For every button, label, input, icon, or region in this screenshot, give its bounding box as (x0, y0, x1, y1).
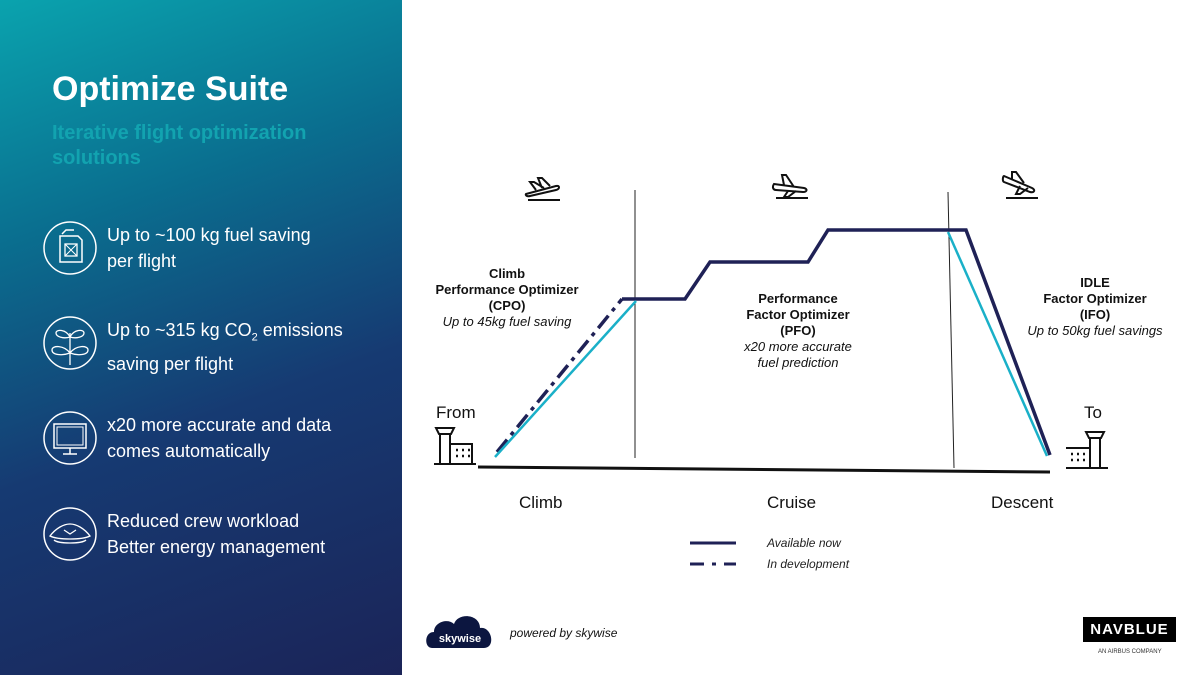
phase-cruise: Cruise (767, 493, 817, 512)
benefit-text: Reduced crew workload (107, 511, 300, 531)
svg-text:skywise: skywise (439, 633, 481, 645)
benefit-fuel: Up to ~100 kg fuel saving per flight (42, 220, 392, 276)
cruise-icon (771, 174, 808, 199)
benefit-text: saving per flight (107, 353, 234, 374)
left-panel: Optimize Suite Iterative flight optimiza… (0, 0, 402, 675)
plant-icon (43, 316, 97, 370)
page-subtitle: Iterative flight optimization solutions (52, 122, 307, 169)
available-now-profile (622, 228, 1052, 456)
phase-divider (947, 191, 955, 469)
benefit-text: per flight (107, 251, 177, 271)
phase-climb: Climb (519, 493, 563, 512)
navblue-logo: NAVBLUE (1083, 617, 1176, 642)
from-label: From (436, 403, 476, 422)
powered-by-text: powered by skywise (510, 626, 618, 640)
optimized-descent-profile (946, 231, 1049, 457)
benefit-text: comes automatically (107, 441, 271, 461)
in-development-profile (495, 297, 624, 454)
ground-line (477, 465, 1051, 474)
airbus-company-text: AN AIRBUS COMPANY (1098, 649, 1162, 655)
legend-development: In development (767, 557, 850, 571)
benefit-text: Up to ~315 kg CO2 emissions (107, 320, 343, 344)
optimized-climb-profile (494, 300, 637, 458)
to-label: To (1084, 403, 1102, 422)
landing-icon (1001, 171, 1038, 199)
takeoff-icon (524, 177, 560, 201)
benefit-accuracy: x20 more accurate and data comes automati… (42, 410, 392, 466)
benefit-text: Better energy management (107, 537, 326, 557)
fuel-can-icon (43, 221, 97, 275)
monitor-icon (43, 411, 97, 465)
benefit-co2: Up to ~315 kg CO2 emissions saving per fl… (42, 315, 392, 374)
skywise-logo: skywise (424, 610, 496, 650)
airport-tower-icon (434, 427, 476, 465)
legend-available: Available now (767, 536, 841, 550)
benefit-text: Up to ~100 kg fuel saving (107, 225, 311, 245)
page-title: Optimize Suite (52, 70, 289, 108)
airport-tower-icon (1066, 431, 1108, 469)
phase-descent: Descent (991, 493, 1054, 512)
pilot-cap-icon (43, 507, 97, 561)
benefit-text: x20 more accurate and data (107, 415, 332, 435)
